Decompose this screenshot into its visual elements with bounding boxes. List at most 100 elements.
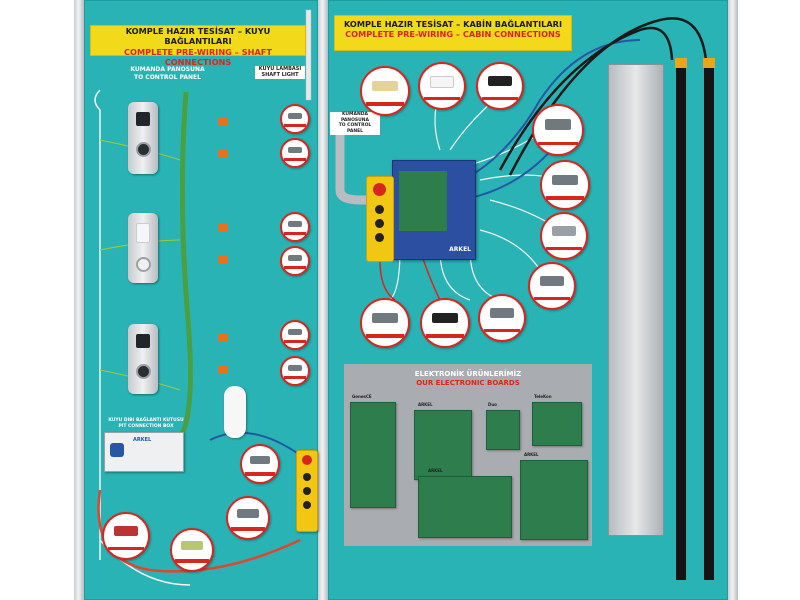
buffer-switch-circle bbox=[170, 528, 214, 572]
cabin-button-2 bbox=[375, 219, 384, 228]
board-3-label: Duo bbox=[488, 402, 497, 407]
pit-box-tr: KUYU DIBI BAĞLANTI KUTUSU bbox=[108, 418, 184, 423]
to-control-panel-label: KUMANDA PANOSUNA TO CONTROL PANEL bbox=[120, 66, 215, 81]
board-arkel-large bbox=[418, 476, 512, 538]
door-switch-circle-3 bbox=[280, 356, 310, 386]
board-5-label: ARKEL bbox=[428, 468, 443, 473]
safety-gear-circle bbox=[540, 212, 588, 260]
door-switch-circle-1 bbox=[280, 138, 310, 168]
photocell-circle bbox=[360, 66, 410, 116]
light-curtain-left bbox=[676, 58, 686, 580]
red-cable-loop bbox=[97, 489, 301, 573]
pendant-button-2 bbox=[303, 487, 311, 495]
controller-brand: ARKEL bbox=[449, 246, 471, 253]
cabin-inspection-box bbox=[366, 176, 394, 262]
shaft-connector-1 bbox=[218, 118, 228, 126]
controller-board bbox=[399, 171, 447, 231]
pit-box-brand: ARKEL bbox=[133, 437, 152, 443]
cabin-button-3 bbox=[375, 233, 384, 242]
cabin-button-1 bbox=[375, 205, 384, 214]
limit-switch-circle bbox=[240, 444, 280, 484]
board-arkel-wide bbox=[520, 460, 588, 540]
board-1-label: GenesCE bbox=[352, 394, 372, 399]
right-frame-post bbox=[728, 0, 738, 600]
board-4-label: TeleKon bbox=[534, 394, 552, 399]
shaft-light-tr: KUYU LAMBASI bbox=[258, 66, 302, 72]
boards-title-tr: ELEKTRONİK ÜRÜNLERİMİZ bbox=[414, 370, 522, 378]
boards-title-en: OUR ELECTRONIC BOARDS bbox=[416, 379, 520, 388]
shaft-connector-4 bbox=[218, 256, 228, 264]
board-arkel-medium bbox=[414, 410, 472, 480]
aluminium-rail-plate bbox=[608, 64, 664, 536]
shaft-connector-5 bbox=[218, 334, 228, 342]
green-trunk-cable bbox=[176, 91, 193, 442]
light-curtain-cap-right bbox=[703, 58, 715, 68]
board-telekon bbox=[532, 402, 582, 446]
pit-box-en: PIT CONNECTION BOX bbox=[118, 423, 174, 429]
overload-circle bbox=[528, 262, 576, 310]
load-weighing-circle bbox=[540, 160, 590, 210]
cabin-to-control-tr: KUMANDA PANOSUNA bbox=[340, 112, 370, 123]
shaft-connector-2 bbox=[218, 150, 228, 158]
hall-display-bottom bbox=[136, 334, 150, 348]
hall-display-middle bbox=[136, 223, 150, 243]
pit-box-label: KUYU DIBI BAĞLANTI KUTUSU PIT CONNECTION… bbox=[106, 418, 186, 429]
cabin-limit-circle bbox=[360, 298, 410, 348]
door-switch-circle-2 bbox=[280, 246, 310, 276]
cabin-header-tr: KOMPLE HAZIR TESİSAT – KABİN BAĞLANTILAR… bbox=[343, 19, 563, 29]
shaft-light-en: SHAFT LIGHT bbox=[261, 72, 299, 79]
cabin-stop-button bbox=[373, 183, 386, 196]
shaft-connector-6 bbox=[218, 366, 228, 374]
shaft-header-tr: KOMPLE HAZIR TESİSAT – KUYU BAĞLANTILARI bbox=[125, 26, 271, 47]
cabin-to-control-en: TO CONTROL PANEL bbox=[338, 123, 372, 134]
door-limit-circle bbox=[478, 294, 526, 342]
board-2-label: ARKEL bbox=[418, 402, 433, 407]
shaft-header-en: COMPLETE PRE-WIRING – SHAFT CONNECTIONS bbox=[124, 46, 272, 67]
hall-call-station-bottom bbox=[128, 324, 158, 394]
boards-title: ELEKTRONİK ÜRÜNLERİMİZ OUR ELECTRONIC BO… bbox=[344, 370, 592, 388]
blue-cable bbox=[209, 431, 301, 456]
pit-stop-switch-circle bbox=[102, 512, 150, 560]
cabin-header-en: COMPLETE PRE-WIRING – CABIN CONNECTIONS bbox=[345, 29, 561, 40]
shaft-lamp bbox=[224, 386, 246, 438]
hall-call-button-bottom bbox=[136, 364, 151, 379]
pendant-button-1 bbox=[303, 473, 311, 481]
pendant-button-3 bbox=[303, 501, 311, 509]
hall-call-station-middle bbox=[128, 213, 158, 283]
tension-pulley-circle bbox=[226, 496, 270, 540]
hall-call-station-top bbox=[128, 102, 158, 174]
door-lock-circle-1 bbox=[280, 104, 310, 134]
pit-connection-box: ARKEL bbox=[104, 432, 184, 472]
door-lock-circle-2 bbox=[280, 212, 310, 242]
cabin-to-control-label: KUMANDA PANOSUNA TO CONTROL PANEL bbox=[330, 112, 380, 135]
to-control-panel-en: TO CONTROL PANEL bbox=[134, 73, 201, 81]
cabin-lamp-circle bbox=[418, 62, 466, 110]
shaft-connector-3 bbox=[218, 224, 228, 232]
center-frame-post bbox=[318, 0, 328, 600]
cabin-header: KOMPLE HAZIR TESİSAT – KABİN BAĞLANTILAR… bbox=[334, 15, 572, 51]
board-duo bbox=[486, 410, 520, 450]
shaft-header: KOMPLE HAZIR TESİSAT – KUYU BAĞLANTILARI… bbox=[90, 25, 306, 67]
board-genesce bbox=[350, 402, 396, 508]
pendant-stop-button bbox=[302, 455, 312, 465]
cabin-controller-box: ARKEL bbox=[392, 160, 476, 260]
door-operator-circle bbox=[532, 104, 584, 156]
shaft-light-tube bbox=[305, 9, 312, 101]
to-control-panel-tr: KUMANDA PANOSUNA bbox=[130, 66, 205, 73]
light-curtain-right bbox=[704, 58, 714, 580]
shaft-connections-panel bbox=[84, 0, 318, 600]
shaft-light-label: KUYU LAMBASI SHAFT LIGHT bbox=[255, 66, 305, 79]
door-lock-circle-3 bbox=[280, 320, 310, 350]
left-frame-post bbox=[74, 0, 84, 600]
board-6-label: ARKEL bbox=[524, 452, 539, 457]
cabin-fan-circle bbox=[476, 62, 524, 110]
pit-box-socket bbox=[110, 443, 124, 457]
flat-travel-cable bbox=[335, 130, 370, 205]
hall-call-button-top bbox=[136, 142, 151, 157]
inspection-pendant bbox=[296, 450, 318, 532]
magnet-switch-circle bbox=[420, 298, 470, 348]
hall-display-top bbox=[136, 112, 150, 126]
cabin-wires bbox=[389, 89, 561, 301]
light-curtain-cap-left bbox=[675, 58, 687, 68]
hall-call-button-middle bbox=[136, 257, 151, 272]
